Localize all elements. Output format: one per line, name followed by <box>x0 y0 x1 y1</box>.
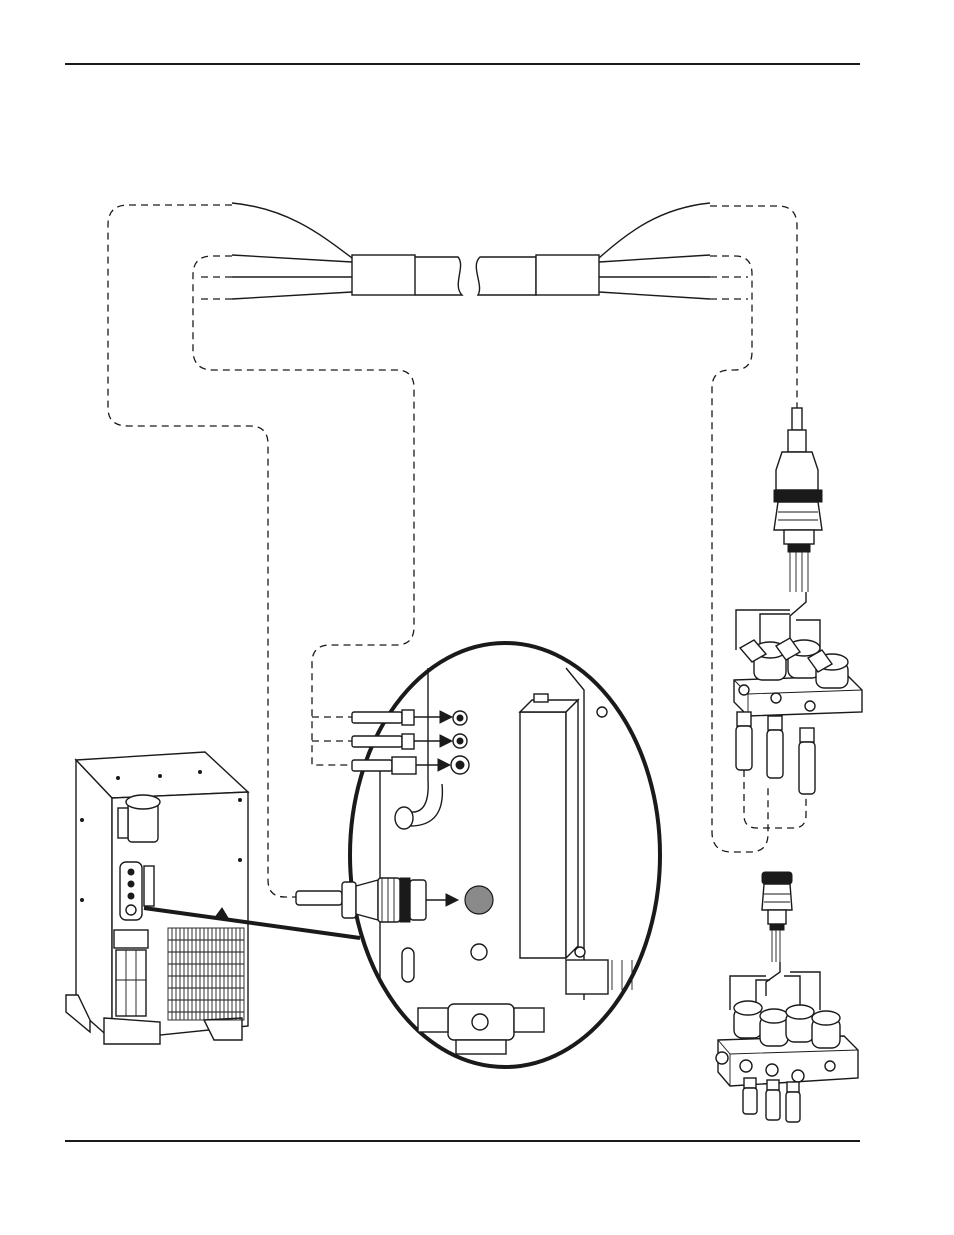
receptacle-plug <box>464 885 494 915</box>
gas-console-lower <box>715 871 859 1123</box>
header-rule <box>65 63 860 65</box>
footer-rule <box>65 1140 860 1142</box>
detail-callout <box>348 641 662 1069</box>
vent-grille <box>167 927 245 1021</box>
hose-lead-right <box>475 202 711 300</box>
heater-unit <box>65 751 361 1045</box>
heat-shrink-sleeve-right <box>535 254 600 296</box>
dashed-routing <box>107 204 807 898</box>
hose-ends <box>351 709 454 775</box>
cable-connector <box>295 877 460 923</box>
heat-shrink-sleeve-left <box>351 254 416 296</box>
gas-console-upper <box>733 407 863 795</box>
hose-lead-left <box>231 202 464 300</box>
